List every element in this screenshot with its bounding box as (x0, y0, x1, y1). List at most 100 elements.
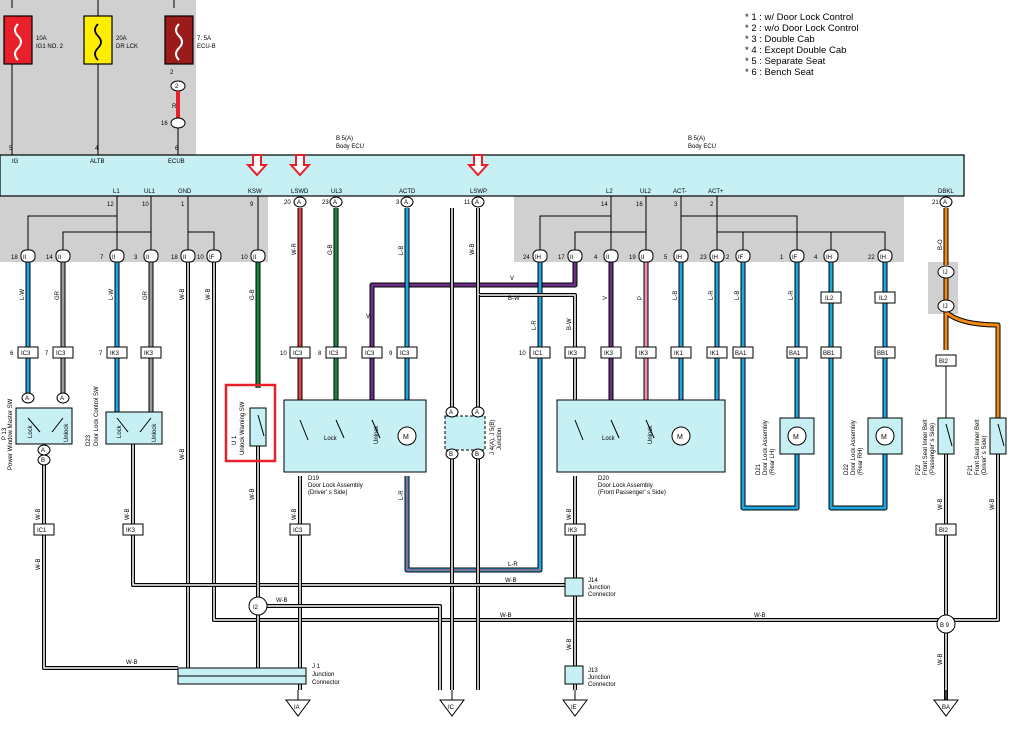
wire-label-gb: G-B (250, 289, 256, 300)
fuse-ig1-name: IG1 NO. 2 (36, 44, 64, 50)
svg-text:IH: IH (712, 255, 718, 261)
note-5: * 5 : Separate Seat (745, 56, 826, 67)
ground-ie: IE (562, 690, 588, 717)
svg-text:IK3: IK3 (144, 351, 154, 357)
svg-text:W-B: W-B (567, 508, 573, 520)
pill-bi2-1: BI2 (935, 354, 957, 367)
svg-text:W-B: W-B (505, 578, 517, 584)
svg-text:Unlock: Unlock (152, 423, 158, 442)
svg-text:7: 7 (45, 351, 49, 357)
svg-text:IL2: IL2 (825, 296, 834, 302)
svg-text:W-B: W-B (292, 508, 298, 520)
svg-text:W-B: W-B (126, 660, 138, 666)
door-lock-assembly-driver: Lock Unlock M D19 Door Lock Assembly (Dr… (283, 399, 427, 496)
svg-text:19: 19 (629, 255, 636, 261)
d23-code: D23 (86, 434, 92, 446)
svg-text:L-B: L-B (673, 291, 679, 300)
wire-layer (25, 208, 1001, 700)
svg-text:IC3: IC3 (400, 351, 410, 357)
svg-text:14: 14 (601, 202, 608, 208)
j13-code: J13 (588, 668, 598, 674)
svg-text:10: 10 (280, 351, 287, 357)
svg-text:W-B: W-B (938, 653, 944, 665)
svg-text:3: 3 (134, 255, 138, 261)
f22-name: Front Seat Inner Belt (923, 419, 929, 475)
u1-code: U 1 (232, 435, 238, 445)
svg-text:IC1: IC1 (37, 528, 47, 534)
pill-ik3-c: IK3 (564, 523, 586, 536)
svg-text:IF: IF (738, 255, 744, 261)
svg-text:V: V (510, 276, 514, 282)
door-lock-assembly-rear-rh: M D22 Door Lock Assembly (Rear RH) (844, 417, 903, 475)
wire-label-wb: W-B (180, 288, 186, 300)
svg-text:22: 22 (868, 255, 875, 261)
pill-ic1-b: IC1 (33, 523, 55, 536)
svg-text:4: 4 (95, 146, 99, 152)
j14-code: J14 (588, 578, 598, 584)
d22-sub: (Rear RH) (858, 448, 864, 475)
svg-text:Lock: Lock (117, 424, 123, 438)
connector-14: IF1 (780, 249, 805, 263)
svg-text:W-B: W-B (250, 488, 256, 500)
svg-text:M: M (403, 434, 409, 441)
svg-text:BB1: BB1 (823, 351, 835, 357)
svg-text:17: 17 (558, 255, 565, 261)
svg-text:18: 18 (171, 255, 178, 261)
pill-ba1-2: BA1 (786, 346, 808, 359)
pill-ik3-4: IK3 (600, 346, 622, 359)
pill-il2-1: IL2 (820, 291, 842, 304)
svg-text:IH: IH (880, 255, 886, 261)
svg-text:IE: IE (571, 705, 577, 711)
wire-label-p: P (638, 296, 644, 300)
svg-text:5: 5 (664, 255, 668, 261)
svg-text:L-R: L-R (399, 490, 405, 500)
pill-bb1-1: BB1 (820, 346, 842, 359)
svg-text:10: 10 (197, 255, 204, 261)
svg-text:7: 7 (99, 351, 103, 357)
svg-text:BA: BA (942, 705, 950, 711)
svg-text:IH: IH (676, 255, 682, 261)
note-2: * 2 : w/o Door Lock Control (745, 23, 859, 34)
ecu-term-gnd: GND (178, 189, 192, 195)
svg-text:A: A (475, 410, 479, 416)
fuse-ig1: 10A IG1 NO. 2 (3, 0, 64, 65)
svg-text:IC: IC (448, 705, 455, 711)
svg-text:A: A (449, 410, 453, 416)
svg-text:IH: IH (826, 255, 832, 261)
svg-text:M: M (881, 434, 887, 441)
svg-text:BI2: BI2 (939, 528, 949, 534)
ecu-term-l2: L2 (606, 189, 613, 195)
door-lock-assembly-rear-lh: M D21 Door Lock Assembly (Rear LH) (756, 417, 815, 475)
wire-label-gr: GR (55, 290, 61, 300)
pill-ba1-1: BA1 (732, 346, 754, 359)
svg-text:Unlock: Unlock (648, 425, 654, 444)
connector-16: IH 22 (868, 249, 893, 263)
p13-name: Power Window Master SW (8, 398, 14, 470)
pill-ik1-1: IK1 (670, 346, 692, 359)
svg-text:A: A (25, 396, 29, 402)
svg-text:2: 2 (170, 70, 174, 76)
svg-text:12: 12 (107, 202, 114, 208)
svg-text:23: 23 (700, 255, 707, 261)
ecu-term-act-plus: ACT+ (708, 189, 724, 195)
highlight-box (224, 383, 277, 463)
note-1: * 1 : w/ Door Lock Control (745, 12, 853, 23)
svg-text:A: A (41, 448, 45, 454)
wire-label-bw: B-W (508, 296, 520, 302)
svg-text:IC1: IC1 (533, 351, 543, 357)
svg-text:IF: IF (209, 255, 215, 261)
ecu-right-title: B 5(A) (688, 136, 705, 142)
ecu-term-act-minus: ACT- (673, 189, 687, 195)
svg-text:IK3: IK3 (568, 528, 578, 534)
svg-text:IF: IF (792, 255, 798, 261)
connector-12: IH 23 (700, 249, 725, 263)
svg-text:II: II (112, 255, 116, 261)
svg-text:1: 1 (181, 202, 185, 208)
svg-text:A: A (297, 200, 301, 206)
svg-text:20: 20 (284, 200, 291, 206)
wire-label-lb: L-B (399, 246, 405, 255)
fuse-drlck-name: DR LCK (116, 44, 138, 50)
svg-text:L-R: L-R (789, 290, 795, 300)
